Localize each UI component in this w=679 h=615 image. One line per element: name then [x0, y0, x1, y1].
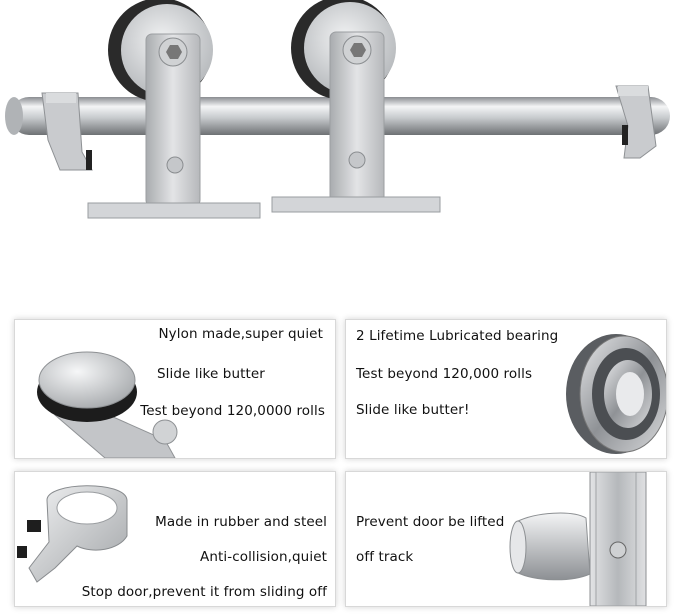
panel-line: Slide like butter! — [356, 402, 470, 418]
panel-line: Test beyond 120,0000 rolls — [140, 403, 325, 419]
panel-line: off track — [356, 549, 414, 565]
panel-line: Anti-collision,quiet — [199, 549, 327, 565]
track-stopper-icon — [17, 485, 128, 583]
anti-jump-block-icon — [509, 472, 647, 606]
ball-bearing-icon — [566, 334, 666, 454]
panel-line: Made in rubber and steel — [155, 514, 327, 530]
feature-panel-anti-jump: Prevent door be lifted off track — [345, 471, 667, 607]
nylon-wheel-icon — [37, 351, 178, 458]
left-wall-bracket — [41, 92, 93, 171]
barn-door-hardware-image — [5, 0, 670, 219]
roller-left — [87, 0, 261, 219]
feature-panel-stopper: Made in rubber and steel Anti-collision,… — [14, 471, 336, 607]
feature-panel-nylon-wheel: Nylon made,super quiet Slide like butter… — [14, 319, 336, 459]
feature-panel-bearing: 2 Lifetime Lubricated bearing Test beyon… — [345, 319, 667, 459]
panel-line: Stop door,prevent it from sliding off — [81, 584, 327, 600]
panel-line: Slide like butter — [157, 366, 265, 382]
panel-line: Nylon made,super quiet — [158, 326, 323, 342]
panel-line: Test beyond 120,000 rolls — [356, 366, 533, 382]
roller-right — [271, 0, 441, 213]
right-wall-bracket — [615, 85, 657, 159]
panel-line: Prevent door be lifted — [356, 514, 505, 530]
panel-line: 2 Lifetime Lubricated bearing — [356, 328, 559, 344]
